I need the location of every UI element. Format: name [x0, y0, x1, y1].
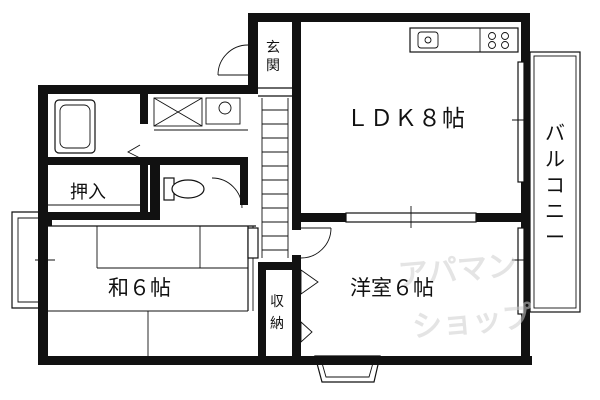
label-japanese: 和６帖 [108, 276, 171, 300]
balcony-char-3: コ [545, 173, 565, 197]
label-western: 洋室６帖 [350, 276, 434, 300]
label-ldk: ＬＤＫ８帖 [346, 106, 466, 132]
balcony-char-1: バ [545, 121, 565, 145]
exterior-walls [38, 13, 532, 365]
label-storage-bottom: 納 [270, 316, 284, 332]
doors [295, 170, 332, 344]
washroom [153, 97, 248, 131]
kitchen-counter [409, 27, 519, 53]
toilet [163, 177, 243, 209]
label-genkan-bottom: 関 [266, 58, 280, 74]
balcony-char-5: ー [545, 225, 565, 249]
label-oshiire: 押入 [70, 182, 106, 203]
windows [11, 61, 530, 383]
balcony [529, 51, 581, 313]
balcony-char-4: ニ [545, 199, 565, 223]
balcony-char-2: ル [545, 147, 565, 171]
label-balcony: バ ル コ ニ ー [545, 121, 565, 249]
entrance-hall [217, 44, 292, 258]
watermark-line2: ショップ [411, 300, 535, 345]
hall-treads [261, 98, 289, 258]
bathtub [54, 99, 141, 159]
label-storage-top: 収 [270, 294, 284, 310]
label-genkan-top: 玄 [266, 39, 280, 56]
interior-walls [48, 22, 521, 356]
room-labels: ＬＤＫ８帖 洋室６帖 和６帖 押入 玄 関 収 納 バ ル コ ニ ー [70, 39, 565, 332]
